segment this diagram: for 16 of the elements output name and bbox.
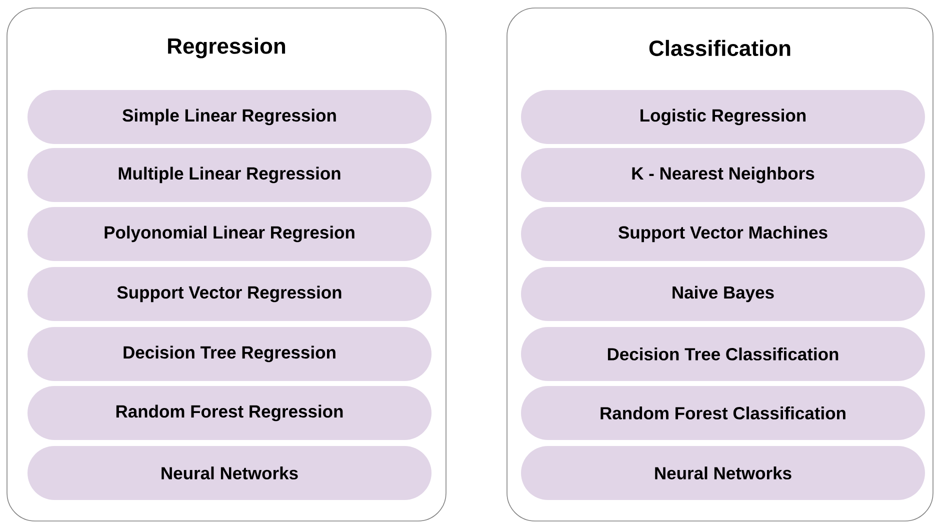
- group-title: Classification: [649, 40, 790, 56]
- item-pill: Random Forest Classification: [521, 386, 925, 440]
- item-pill: Random Forest Regression: [28, 386, 432, 440]
- item-pill: Decision Tree Classification: [521, 326, 925, 381]
- item-pill: Decision Tree Regression: [28, 326, 432, 381]
- group-title: Regression: [168, 38, 286, 58]
- item-pill: Neural Networks: [28, 446, 432, 500]
- item-pill: Support Vector Regression: [28, 266, 432, 321]
- item-pill: Logistic Regression: [521, 90, 925, 144]
- item-pill: Polyonomial Linear Regresion: [28, 206, 432, 261]
- item-pill: Support Vector Machines: [521, 206, 925, 261]
- item-pill: Simple Linear Regression: [28, 90, 432, 144]
- item-pill: K - Nearest Neighbors: [521, 148, 925, 202]
- item-pill: Multiple Linear Regression: [28, 148, 432, 202]
- item-pill: Neural Networks: [521, 446, 925, 500]
- item-pill: Naive Bayes: [521, 266, 925, 321]
